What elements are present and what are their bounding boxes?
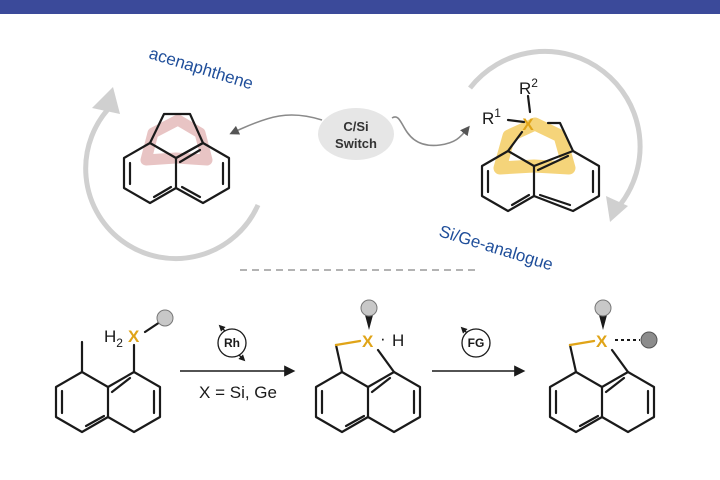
reactant-h2: H2	[104, 327, 123, 350]
intermediate-structure	[314, 343, 422, 434]
product-structure	[548, 343, 656, 434]
acenaphthene-structure	[122, 112, 231, 205]
intermediate-wedge	[365, 315, 373, 330]
product-heteroatom: X	[596, 332, 608, 351]
reactant-bond-to-group	[143, 320, 162, 334]
switch-label-line2: Switch	[335, 136, 377, 151]
catalyst-fg-label: FG	[468, 336, 485, 350]
reactant-structure	[54, 340, 162, 434]
condition-label: X = Si, Ge	[199, 383, 277, 402]
intermediate-heteroatom: X	[362, 332, 374, 351]
substituent-r2: R2	[519, 76, 538, 98]
analogue-heteroatom: X	[522, 115, 534, 134]
product-group-ball-top	[594, 299, 612, 317]
intermediate-ch2-bond	[334, 339, 362, 347]
acenaphthene-label: acenaphthene	[147, 44, 256, 94]
analogue-label: Si/Ge-analogue	[437, 222, 556, 275]
switch-connector	[229, 114, 470, 147]
analogue-structure	[480, 94, 601, 213]
switch-badge: C/Si Switch	[318, 108, 394, 160]
intermediate-dots: ·	[380, 329, 386, 348]
catalyst-rh-label: Rh	[224, 336, 240, 350]
intermediate-hydrogen: H	[392, 331, 404, 350]
intermediate-group-ball	[360, 299, 378, 317]
catalyst-fg-badge: FG	[460, 326, 491, 358]
cycle-arrow-left	[83, 87, 261, 262]
product-wedge	[599, 315, 607, 330]
substituent-r1: R1	[482, 106, 501, 128]
acenaphthene-highlight	[140, 114, 213, 166]
cycle-arrow-right	[468, 48, 643, 222]
product-ch2-bond	[568, 339, 596, 347]
reactant-heteroatom: X	[128, 327, 140, 346]
switch-label-line1: C/Si	[343, 119, 368, 134]
reactant-group-ball	[156, 309, 174, 327]
catalyst-rh-badge: Rh	[217, 324, 247, 362]
product-group-ball-right	[640, 331, 658, 349]
header-bar	[0, 0, 720, 14]
